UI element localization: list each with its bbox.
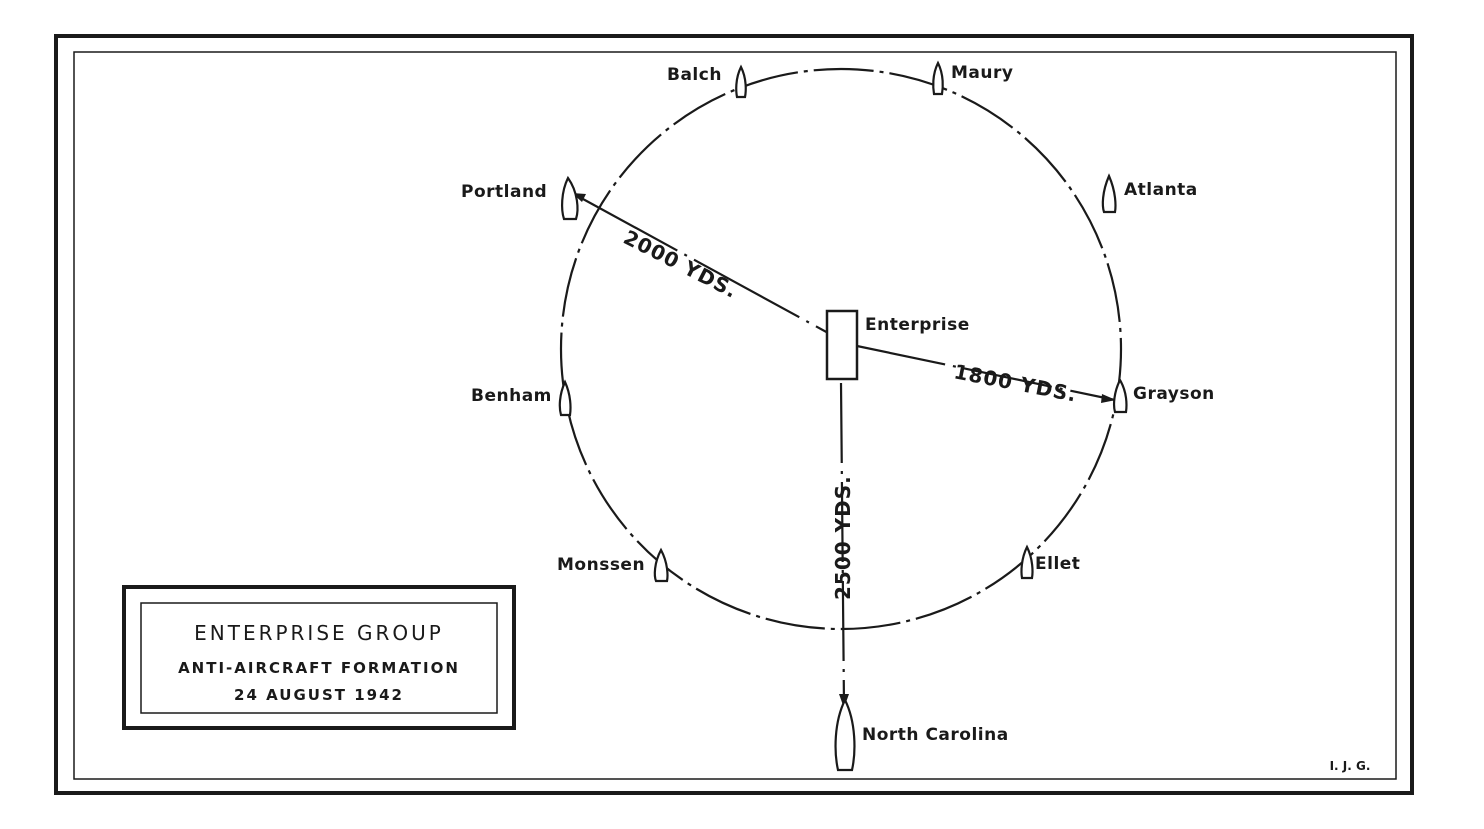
portland-distance-label: 2000 YDS. — [620, 225, 742, 303]
grayson-hull — [1112, 377, 1128, 414]
enterprise-hull — [825, 309, 859, 381]
enterprise-label: Enterprise — [865, 315, 970, 335]
benham-label: Benham — [471, 386, 552, 406]
grayson-distance-line — [856, 344, 1116, 402]
legend-box: ENTERPRISE GROUP ANTI-AIRCRAFT FORMATION… — [122, 585, 516, 730]
grayson-distance-label: 1800 YDS. — [952, 359, 1079, 406]
balch-label: Balch — [667, 65, 722, 85]
legend-formation: ANTI-AIRCRAFT FORMATION — [178, 659, 460, 677]
ellet-hull — [1020, 544, 1034, 580]
legend-inner-border — [140, 602, 498, 714]
legend-date: 24 AUGUST 1942 — [234, 686, 404, 704]
north-carolina-distance-label: 2500 YDS. — [831, 475, 855, 600]
grayson-arrowhead — [1101, 394, 1116, 403]
formation-circle — [559, 67, 1123, 631]
north-carolina-label: North Carolina — [862, 725, 1009, 745]
monssen-label: Monssen — [557, 555, 645, 575]
portland-distance-line — [571, 192, 831, 335]
inner-frame — [73, 51, 1397, 780]
maury-hull — [932, 60, 944, 96]
author-initials: I. J. G. — [1330, 759, 1371, 773]
portland-label: Portland — [461, 182, 547, 202]
north-carolina-distance-line — [839, 382, 846, 707]
monssen-hull — [653, 547, 669, 583]
legend-title: ENTERPRISE GROUP — [194, 621, 444, 645]
atlanta-label: Atlanta — [1124, 180, 1198, 200]
outer-frame — [54, 34, 1414, 795]
portland-hull — [561, 175, 579, 221]
north-carolina-hull — [834, 697, 856, 772]
balch-hull — [735, 64, 747, 99]
atlanta-hull — [1101, 173, 1117, 214]
benham-hull — [558, 379, 572, 417]
grayson-label: Grayson — [1133, 384, 1215, 404]
ellet-label: Ellet — [1035, 554, 1080, 574]
maury-label: Maury — [951, 63, 1013, 83]
legend-outer-border — [122, 585, 516, 730]
